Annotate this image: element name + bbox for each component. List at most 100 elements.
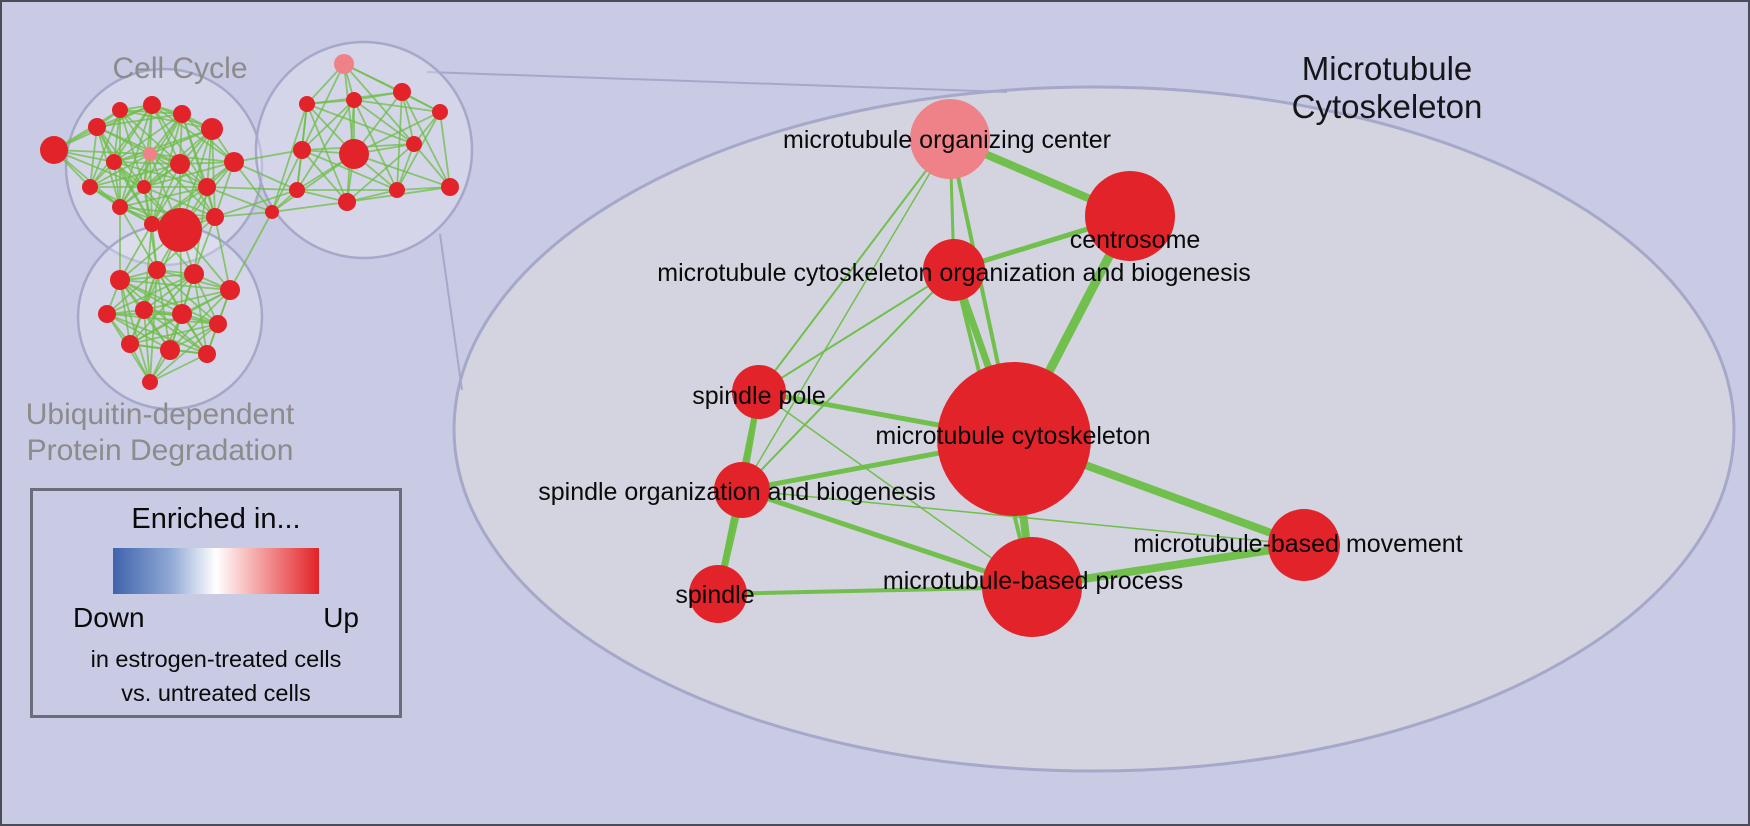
overview-node[interactable] (88, 118, 106, 136)
overview-node[interactable] (158, 208, 202, 252)
overview-node[interactable] (209, 315, 227, 333)
overview-node[interactable] (432, 104, 448, 120)
overview-node[interactable] (143, 147, 157, 161)
overview-edge (113, 161, 181, 165)
overview-edge (106, 313, 171, 351)
overview-edge (96, 126, 151, 155)
overview-node[interactable] (40, 136, 68, 164)
overview-edge (89, 104, 153, 188)
overview-node[interactable] (110, 270, 130, 290)
overview-edge (143, 289, 231, 311)
overview-node[interactable] (106, 154, 122, 170)
overview-node[interactable] (406, 136, 422, 152)
zoom-title-line2: Cytoskeleton (1292, 88, 1483, 125)
overview-node[interactable] (334, 54, 354, 74)
overview-edge (301, 149, 348, 203)
node-label-mbp: microtubule-based process (883, 567, 1183, 595)
legend: Enriched in... Down Up in estrogen-treat… (30, 488, 402, 718)
overview-node[interactable] (265, 205, 279, 219)
node-mbp[interactable] (982, 537, 1082, 637)
overview-node[interactable] (135, 301, 153, 319)
node-sob[interactable] (714, 462, 770, 518)
overview-node[interactable] (142, 374, 158, 390)
overview-node[interactable] (112, 199, 128, 215)
overview-edge (206, 186, 273, 213)
overview-node[interactable] (148, 261, 166, 279)
overview-edge (396, 111, 441, 191)
node-sp[interactable] (732, 365, 786, 419)
node-label-mbm: microtubule-based movement (1133, 530, 1462, 558)
overview-edge (214, 216, 231, 291)
cluster-label-ubiquitin-line2: Protein Degradation (27, 434, 294, 467)
overview-node[interactable] (441, 178, 459, 196)
overview-edge (306, 103, 415, 145)
overview-node[interactable] (172, 304, 192, 324)
overview-node[interactable] (82, 179, 98, 195)
overview-node[interactable] (112, 102, 128, 118)
overview-node[interactable] (160, 340, 180, 360)
overview-edge (346, 143, 415, 203)
legend-title: Enriched in... (131, 503, 301, 535)
overview-node[interactable] (121, 335, 139, 353)
legend-down-label: Down (73, 602, 145, 633)
overview-node[interactable] (339, 139, 369, 169)
cluster-label-cell-cycle: Cell Cycle (112, 52, 247, 85)
legend-caption: in estrogen-treated cells vs. untreated … (91, 642, 342, 710)
overview-node[interactable] (184, 264, 204, 284)
overview-edge (106, 313, 219, 325)
overview-edge (119, 223, 153, 281)
overview-edge (143, 186, 216, 218)
overview-edge (439, 111, 451, 188)
overview-node[interactable] (393, 83, 411, 101)
overview-edge (149, 353, 208, 383)
overview-node[interactable] (293, 141, 311, 159)
zoom-ellipse (452, 85, 1736, 773)
edge-mcob-sob (741, 269, 955, 491)
overview-edge (119, 279, 208, 355)
zoom-node-labels: microtubule organizing centercentrosomem… (538, 126, 1462, 609)
overview-edge (143, 273, 195, 311)
overview-node[interactable] (198, 178, 216, 196)
node-label-mcob: microtubule cytoskeleton organization an… (657, 259, 1250, 287)
overview-edge (233, 161, 298, 191)
node-mc[interactable] (937, 362, 1091, 516)
node-label-sp: spindle pole (692, 382, 825, 410)
overview-edge (271, 201, 348, 213)
overview-node[interactable] (170, 154, 190, 174)
node-spn[interactable] (689, 565, 747, 623)
overview-edge (306, 103, 348, 203)
overview-node[interactable] (143, 96, 161, 114)
overview-node[interactable] (224, 152, 244, 172)
overview-node[interactable] (299, 96, 315, 112)
overview-node[interactable] (289, 182, 305, 198)
overview-edge (353, 99, 415, 145)
node-mcob[interactable] (923, 239, 985, 301)
overview-node[interactable] (389, 182, 405, 198)
overview-edge (193, 273, 208, 355)
overview-edge (149, 323, 219, 383)
overview-node[interactable] (220, 280, 240, 300)
overview-node[interactable] (206, 208, 224, 226)
node-mbm[interactable] (1268, 509, 1340, 581)
overview-node[interactable] (346, 92, 362, 108)
overview-edge (211, 128, 216, 218)
overview-edge (193, 216, 216, 275)
overview-node[interactable] (173, 105, 191, 123)
overview-edge (89, 109, 121, 188)
node-moc[interactable] (910, 99, 990, 179)
overview-edge (401, 91, 451, 188)
cluster-label-ubiquitin-line1: Ubiquitin-dependent (26, 398, 295, 431)
overview-edge (129, 313, 183, 345)
overview-node[interactable] (144, 216, 160, 232)
overview-node[interactable] (137, 180, 151, 194)
node-cen[interactable] (1085, 171, 1175, 261)
node-label-mc: microtubule cytoskeleton (875, 422, 1150, 450)
overview-node[interactable] (201, 118, 223, 140)
overview-edge (156, 269, 171, 351)
overview-node[interactable] (98, 305, 116, 323)
overview-edge (413, 143, 451, 188)
overview-node[interactable] (338, 193, 356, 211)
overview-edge (149, 153, 235, 163)
overview-node[interactable] (198, 345, 216, 363)
node-label-spn: spindle (675, 581, 754, 609)
